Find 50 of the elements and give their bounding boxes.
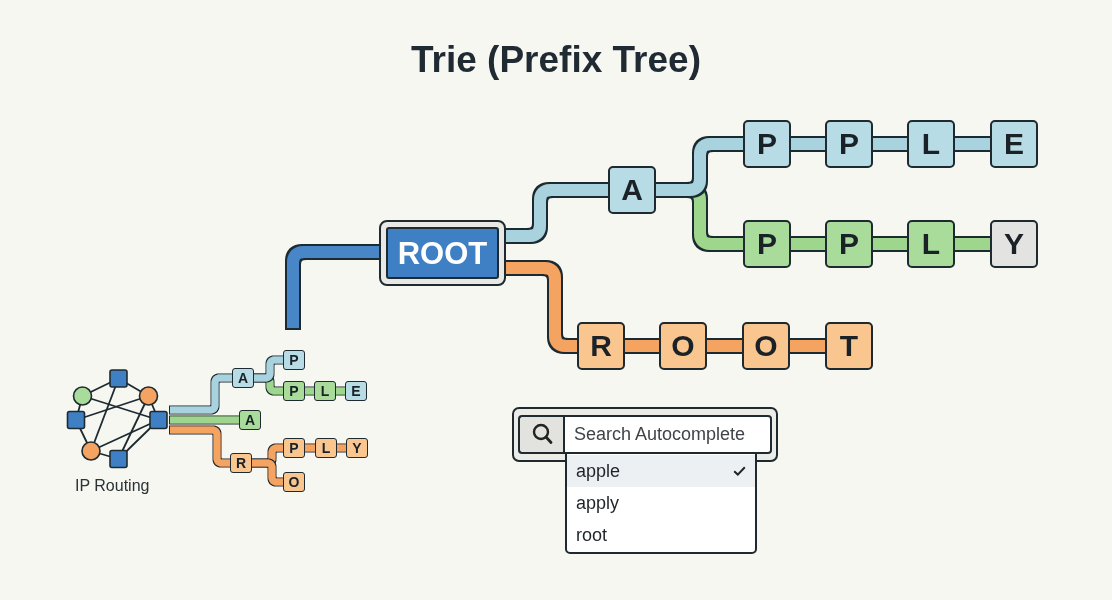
pipe-connector (873, 238, 907, 250)
root-node-frame (379, 220, 506, 286)
pipe-connector (254, 356, 283, 382)
trie-node: P (743, 220, 791, 268)
trie-node: T (825, 322, 873, 370)
mini-trie-node: R (230, 453, 252, 473)
pipe-connector (625, 340, 659, 352)
root-label: ROOT (386, 227, 499, 279)
trie-node: E (990, 120, 1038, 168)
mini-trie-node: P (283, 381, 305, 401)
mini-trie-node: P (283, 350, 305, 370)
trie-node: O (659, 322, 707, 370)
search-input-field: Search Autocomplete (563, 415, 772, 454)
pipe-connector (790, 340, 825, 352)
mini-trie-node: L (314, 381, 336, 401)
suggestion-text: root (576, 525, 608, 545)
trie-node: P (743, 120, 791, 168)
mini-trie-node: P (283, 438, 305, 458)
mini-trie-node: L (315, 438, 337, 458)
mini-trie-node: A (239, 410, 261, 430)
pipe-connector (791, 238, 825, 250)
mini-trie-node: Y (346, 438, 368, 458)
mini-trie-node: E (345, 381, 367, 401)
pipe-connector (305, 444, 315, 452)
suggestion-text: apple (576, 461, 621, 481)
mini-trie-node: A (232, 368, 254, 388)
pipe-connector (287, 246, 379, 328)
pipe-connector (506, 184, 608, 242)
pipe-connector (791, 138, 825, 150)
trie-node: Y (990, 220, 1038, 268)
network-graph-icon (64, 366, 170, 470)
trie-node: O (742, 322, 790, 370)
pipe-connector (337, 444, 346, 452)
pipe-connector (955, 238, 990, 250)
trie-node: A (608, 166, 656, 214)
pipe-connector (252, 459, 283, 486)
pipe-connector (707, 340, 742, 352)
trie-node: R (577, 322, 625, 370)
trie-node: L (907, 120, 955, 168)
diagram-title: Trie (Prefix Tree) (411, 40, 701, 81)
trie-node: P (825, 120, 873, 168)
pipe-connector (305, 387, 314, 395)
icon-caption: IP Routing (75, 477, 150, 495)
suggestion-text: apply (576, 493, 620, 513)
trie-node: P (825, 220, 873, 268)
mini-trie-node: O (283, 472, 305, 492)
trie-node: L (907, 220, 955, 268)
pipe-connector (955, 138, 990, 150)
pipe-connector (873, 138, 907, 150)
pipe-connector (336, 387, 345, 395)
